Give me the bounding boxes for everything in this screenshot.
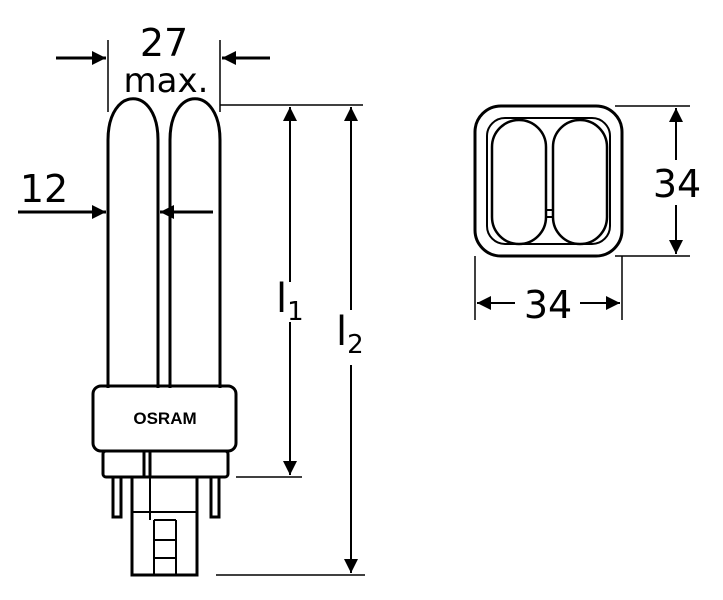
overall-width-value: 27 bbox=[140, 21, 188, 65]
length-1-label: l1 bbox=[276, 276, 304, 327]
dimension-base-width bbox=[474, 256, 623, 320]
lamp-side-view bbox=[91, 97, 238, 577]
top-view-tube-right bbox=[551, 118, 609, 246]
dimension-length-2 bbox=[216, 107, 365, 576]
base-depth-value: 34 bbox=[653, 162, 701, 206]
brand-logo: OSRAM bbox=[133, 409, 196, 428]
lamp-top-view bbox=[473, 104, 624, 258]
left-tube bbox=[106, 97, 160, 388]
length-2-label: l2 bbox=[336, 309, 364, 360]
base-collar bbox=[101, 449, 230, 479]
base-width-value: 34 bbox=[524, 283, 572, 327]
stem bbox=[130, 475, 199, 577]
pin-right bbox=[209, 475, 221, 519]
pin-left bbox=[111, 475, 123, 519]
tube-diameter-value: 12 bbox=[20, 167, 68, 211]
top-view-inner bbox=[486, 117, 611, 245]
top-view-tube-left bbox=[490, 118, 548, 246]
dimension-base-depth bbox=[615, 105, 690, 257]
top-view-outer bbox=[473, 104, 624, 258]
right-tube bbox=[168, 97, 222, 388]
dimension-length-1 bbox=[236, 107, 302, 478]
dimension-overall-width bbox=[56, 40, 363, 112]
overall-width-qualifier: max. bbox=[124, 61, 209, 101]
